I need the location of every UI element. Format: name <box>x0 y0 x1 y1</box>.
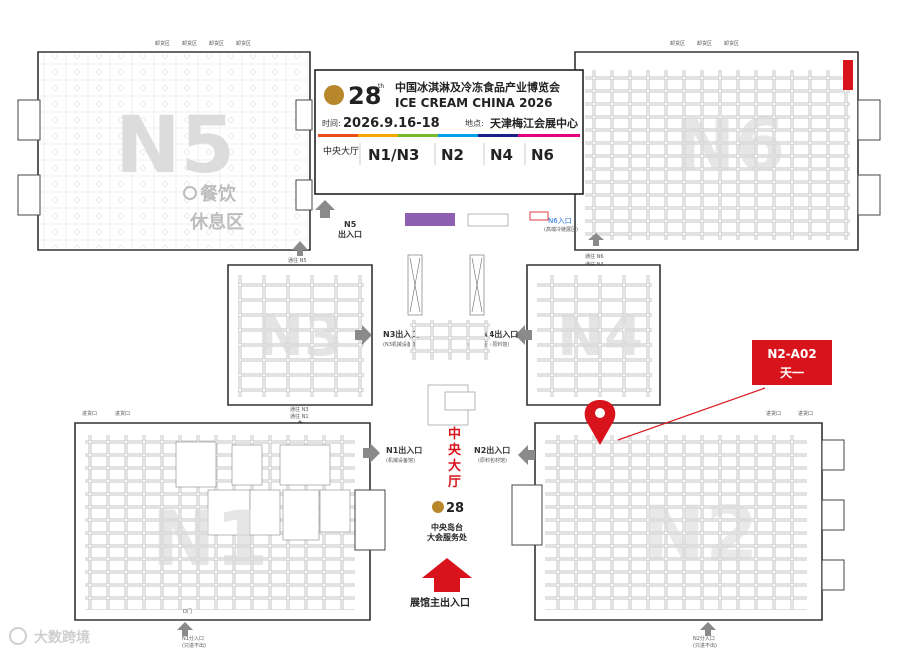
escalators <box>407 254 485 316</box>
banner-tab-1: N1/N3 <box>368 146 419 164</box>
hall-n5: N5 餐饮 休息区 卸货区 卸货区 卸货区 卸货区 <box>17 40 313 251</box>
hall-n2-label: N2 <box>642 489 759 578</box>
hall-n4: N4 <box>526 264 661 406</box>
central-hall-label: 中 央 大 厅 <box>448 426 462 490</box>
banner-number: 28 <box>348 82 381 110</box>
expo-logo-icon <box>324 85 344 105</box>
island-logo-icon <box>432 501 444 513</box>
n6-entrance-sub: (高端冷链展区) <box>544 226 578 233</box>
central-hall-char-3: 大 <box>448 458 461 474</box>
banner-tab-4: N6 <box>531 146 554 164</box>
n5-entrance[interactable]: N5 出入口 <box>315 200 362 239</box>
pass-to-n1-label: 通往 N1 <box>290 413 309 420</box>
n3-entrance[interactable]: N3出入口 (N3机械设备馆) <box>355 325 419 348</box>
n1-entrance-sub: (机械设备馆) <box>386 457 415 464</box>
n2-entry-1: 进货口 <box>766 410 781 417</box>
watermark-logo-icon <box>9 627 27 645</box>
main-entrance-arrow-icon <box>422 558 472 592</box>
n2-entrance-sub: (原料包材馆) <box>478 457 507 464</box>
watermark: 大数跨境 <box>9 627 90 646</box>
island-line2: 大会服务处 <box>427 532 468 542</box>
banner-tab-3: N4 <box>490 146 513 164</box>
hall-n3: N3 <box>227 264 373 406</box>
banner-date: 2026.9.16-18 <box>343 116 440 131</box>
n6-freight-2: 卸货区 <box>697 40 712 47</box>
banner-color-strip <box>318 134 580 137</box>
n5-freight-3: 卸货区 <box>209 40 224 47</box>
n6-freight-1: 卸货区 <box>670 40 685 47</box>
n2-south-entrance-sub: (只进不出) <box>693 642 717 649</box>
n5-rest-line1: 餐饮 <box>199 183 237 205</box>
n1-south-entrance-label: N1分入口 <box>182 635 204 642</box>
n3-entrance-sub: (N3机械设备馆) <box>383 341 419 348</box>
restaurant-icon <box>183 186 197 200</box>
n5-freight-4: 卸货区 <box>236 40 251 47</box>
main-entrance[interactable]: 展馆主出入口 <box>410 558 472 609</box>
banner-venue: 天津梅江会展中心 <box>490 116 578 130</box>
central-island[interactable]: 28 中央岛台 大会服务处 <box>427 501 468 542</box>
n5-freight-1: 卸货区 <box>155 40 170 47</box>
central-hall-char-4: 厅 <box>448 475 461 490</box>
pass-to-n5-label: 通往 N5 <box>288 257 307 264</box>
n2-south-entrance-label: N2分入口 <box>693 635 715 642</box>
n5-entrance-line1: N5 <box>344 220 357 229</box>
watermark-text: 大数跨境 <box>34 629 90 646</box>
n1-entrance[interactable]: N1出入口 (机械设备馆) <box>363 443 422 464</box>
booth-callout[interactable]: N2-A02 天一 <box>584 340 832 445</box>
banner-hall-center: 中央大厅 <box>323 145 359 157</box>
n5-entrance-line2: 出入口 <box>338 229 362 239</box>
n3-entrance-label: N3出入口 <box>383 329 419 339</box>
n6-entrance[interactable]: N6入口 (高端冷链展区) <box>544 217 578 233</box>
callout-box <box>752 340 832 385</box>
island-number: 28 <box>446 501 464 516</box>
banner-th: th <box>378 83 384 90</box>
n5-freight-2: 卸货区 <box>182 40 197 47</box>
n6-red-booth <box>843 60 853 90</box>
hall-n1-label: N1 <box>152 494 269 583</box>
n4-entrance-label: N4出入口 <box>482 329 518 339</box>
hall-n6: N6 卸货区 卸货区 卸货区 <box>574 40 881 251</box>
hall-n5-label: N5 <box>115 101 235 191</box>
n6-entrance-label: N6入口 <box>548 217 572 225</box>
pass-to-n5: 通往 N5 <box>288 241 308 264</box>
n2-entrance[interactable]: N2出入口 (原料包材馆) <box>474 445 535 465</box>
central-hall-char-2: 央 <box>448 442 462 458</box>
n5-rest-line2: 休息区 <box>189 211 244 233</box>
n2-entrance-label: N2出入口 <box>474 445 510 455</box>
banner-venue-label: 地点: <box>465 118 484 128</box>
hall-n6-label: N6 <box>675 103 785 187</box>
central-corridor <box>410 320 490 426</box>
n2-south-entrance[interactable]: N2分入口 (只进不出) <box>693 622 717 649</box>
callout-booth-code: N2-A02 <box>767 347 816 361</box>
banner-tab-2: N2 <box>441 146 464 164</box>
main-entrance-label: 展馆主出入口 <box>410 596 470 609</box>
hall-n4-label: N4 <box>557 304 643 369</box>
expo-banner: 28 th 中国冰淇淋及冷冻食品产业博览会 ICE CREAM CHINA 20… <box>314 69 584 195</box>
hall-n2: N2 进货口 进货口 <box>511 410 845 621</box>
d-gate-label: D门 <box>183 608 192 615</box>
island-line1: 中央岛台 <box>431 522 463 532</box>
banner-date-label: 时间: <box>322 118 341 128</box>
n1-entry-1: 进货口 <box>82 410 97 417</box>
location-pin-icon <box>584 400 616 445</box>
callout-exhibitor-name: 天一 <box>780 366 804 380</box>
hall-n1: N1 进货口 进货口 <box>74 410 386 621</box>
n1-south-entrance[interactable]: N1分入口 (只进不出) D门 <box>177 608 206 649</box>
n1-entrance-label: N1出入口 <box>386 445 422 455</box>
n6-freight-3: 卸货区 <box>724 40 739 47</box>
pass-to-n6-label: 通往 N6 <box>585 253 604 260</box>
hall-n3-label: N3 <box>257 304 343 369</box>
central-top-area <box>405 211 549 227</box>
pass-to-n3-label: 通往 N3 <box>290 406 309 413</box>
n2-entry-2: 进货口 <box>798 410 813 417</box>
n1-entry-2: 进货口 <box>115 410 130 417</box>
banner-en-title: ICE CREAM CHINA 2026 <box>395 96 553 110</box>
banner-cn-title: 中国冰淇淋及冷冻食品产业博览会 <box>395 80 561 94</box>
central-hall-char-1: 中 <box>448 426 461 442</box>
n1-south-entrance-sub: (只进不出) <box>182 642 206 649</box>
